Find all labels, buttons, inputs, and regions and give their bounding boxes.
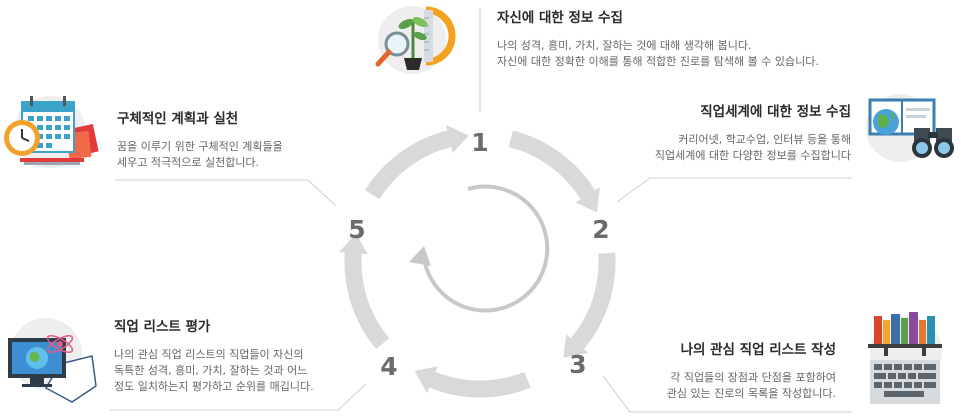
inner-arrow-arc [422, 184, 550, 313]
step-1-text: 자신에 대한 정보 수집 나의 성격, 흥미, 가치, 잘하는 것에 대해 생각… [497, 6, 819, 70]
ring-segment-1 [508, 130, 595, 200]
step-5-desc-line: 꿈을 이루기 위한 구체적인 계획들을 [117, 140, 283, 153]
ring-arrowhead-1 [575, 187, 600, 213]
step-1-icon-wrap [370, 2, 468, 80]
ring-segment-3 [429, 371, 531, 398]
step-number-1: 1 [471, 128, 488, 157]
step-4-icon-wrap [0, 310, 100, 410]
step-number-5: 5 [348, 215, 365, 244]
step-2-desc-line: 직업세계에 대한 다양한 정보를 수집합니다 [654, 149, 851, 162]
connector-lines [110, 8, 852, 413]
step-5-desc: 꿈을 이루기 위한 구체적인 계획들을 세우고 적극적으로 실천합니다. [117, 139, 283, 171]
plant-magnifier-icon [375, 6, 456, 74]
step-1-title: 자신에 대한 정보 수집 [497, 10, 623, 26]
step-4-desc: 나의 관심 직업 리스트의 직업들이 자신의 독특한 성격, 흥미, 가치, 잘… [114, 347, 314, 395]
step-1-desc: 나의 성격, 흥미, 가치, 잘하는 것에 대해 생각해 봅니다. 자신에 대한… [497, 38, 819, 70]
ring-arrowhead-4 [338, 233, 368, 255]
ring-arrowhead-2 [563, 334, 589, 358]
step-3-desc-line: 관심 있는 진로의 목록을 작성합니다. [666, 387, 836, 400]
ring-segment-2 [570, 252, 616, 350]
step-2-desc-line: 커리어넷, 학교수업, 인터뷰 등을 통해 [678, 133, 851, 146]
step-4-title: 직업 리스트 평가 [114, 319, 211, 335]
step-5-text: 구체적인 계획과 실천 꿈을 이루기 위한 구체적인 계획들을 세우고 적극적으… [117, 107, 283, 171]
step-5-title: 구체적인 계획과 실천 [117, 111, 239, 127]
connector-line-2 [616, 177, 651, 203]
inner-cycle-arrow [409, 184, 550, 313]
connector-line-5 [307, 179, 337, 207]
step-number-3: 3 [569, 350, 586, 379]
step-4-desc-line: 독특한 성격, 흥미, 가치, 잘하는 것과 어느 [114, 364, 308, 377]
ring-arrowhead-5 [445, 124, 469, 153]
step-2-desc: 커리어넷, 학교수업, 인터뷰 등을 통해 직업세계에 대한 다양한 정보를 수… [655, 132, 851, 164]
step-number-2: 2 [592, 215, 609, 244]
step-5-icon-wrap [0, 88, 104, 182]
step-3-text: 나의 관심 직업 리스트 작성 각 직업들의 장점과 단점을 포함하여 관심 있… [667, 338, 836, 402]
step-4-text: 직업 리스트 평가 나의 관심 직업 리스트의 직업들이 자신의 독특한 성격,… [114, 315, 314, 395]
step-5-desc-line: 세우고 적극적으로 실천합니다. [117, 156, 260, 169]
step-3-title: 나의 관심 직업 리스트 작성 [680, 342, 836, 358]
books-keyboard-icon [868, 312, 942, 404]
step-3-desc-line: 각 직업들의 장점과 단점을 포함하여 [670, 371, 836, 384]
step-2-title: 직업세계에 대한 정보 수집 [700, 104, 851, 120]
ring-segment-4 [344, 252, 390, 350]
step-4-desc-line: 정도 일치하는지 평가하고 순위를 매깁니다. [114, 380, 314, 393]
connector-line-4 [337, 383, 367, 411]
inner-arrow-head [409, 246, 431, 266]
calendar-clock-icon [4, 96, 99, 168]
step-2-icon-wrap [860, 88, 960, 168]
connector-line-3 [602, 375, 631, 413]
cycle-ring [338, 124, 616, 398]
globe-binoculars-icon [866, 94, 954, 162]
step-number-4: 4 [380, 352, 397, 381]
step-4-desc-line: 나의 관심 직업 리스트의 직업들이 자신의 [114, 348, 304, 361]
step-1-desc-line: 나의 성격, 흥미, 가치, 잘하는 것에 대해 생각해 봅니다. [497, 39, 752, 52]
monitor-globe-icon [8, 318, 97, 403]
step-1-desc-line: 자신에 대한 정확한 이해를 통해 적합한 진로를 탐색해 볼 수 있습니다. [497, 55, 819, 68]
step-3-desc: 각 직업들의 장점과 단점을 포함하여 관심 있는 진로의 목록을 작성합니다. [667, 370, 836, 402]
ring-segment-5 [365, 130, 452, 200]
ring-arrowhead-3 [414, 366, 438, 394]
step-2-text: 직업세계에 대한 정보 수집 커리어넷, 학교수업, 인터뷰 등을 통해 직업세… [655, 100, 851, 164]
step-3-icon-wrap [858, 308, 958, 418]
